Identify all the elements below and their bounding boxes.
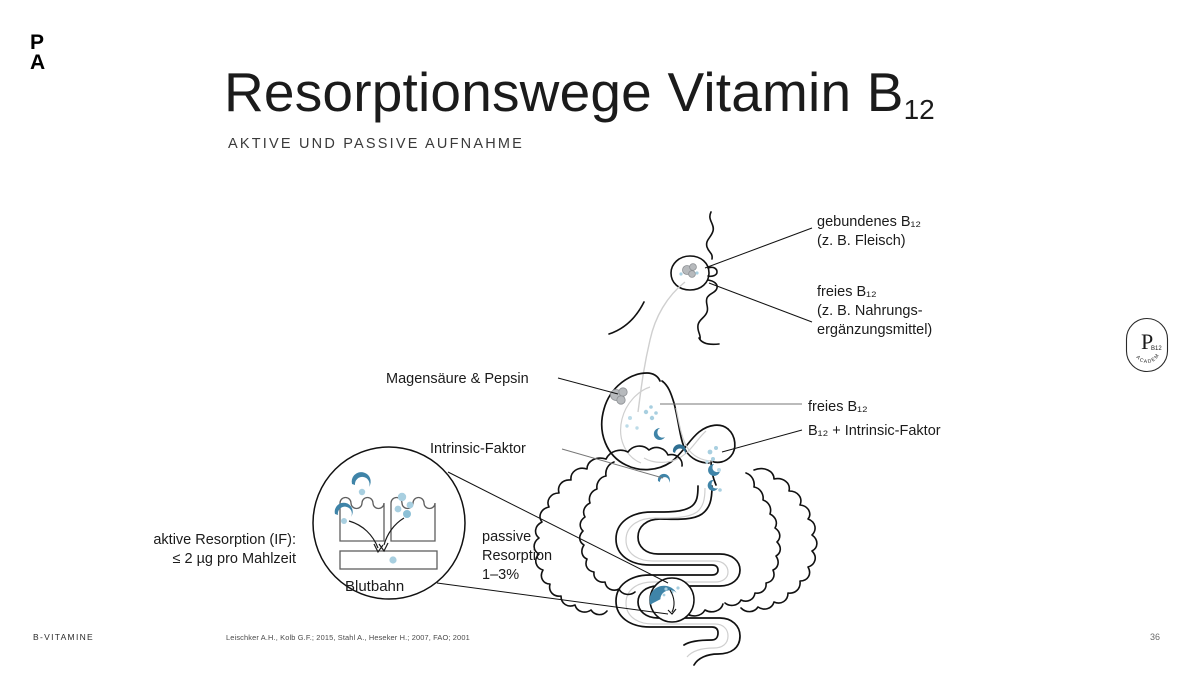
label-freies-b12: freies B₁₂ bbox=[808, 399, 868, 415]
villi-magnifier-circle bbox=[312, 446, 466, 600]
brand-logo-pa: P A bbox=[30, 31, 46, 74]
b12-crescent bbox=[653, 427, 665, 440]
stomach-lumen bbox=[620, 386, 714, 464]
upper-lip bbox=[707, 266, 718, 278]
esophagus-tube bbox=[637, 281, 686, 413]
label-b12-intrinsic-faktor: B₁₂ + Intrinsic-Faktor bbox=[808, 423, 941, 439]
label-blutbahn: Blutbahn bbox=[345, 578, 405, 595]
label-magensaeure-pepsin: Magensäure & Pepsin bbox=[386, 371, 529, 387]
page-title-subscript: 12 bbox=[903, 94, 935, 125]
leader-freies1 bbox=[708, 282, 813, 323]
label-freies-b12-supplement: freies B₁₂ (z. B. Nahrungs- ergänzungsmi… bbox=[817, 284, 933, 338]
villi-molecules bbox=[334, 472, 414, 564]
mouth-oval bbox=[670, 255, 710, 291]
b12-if-cluster bbox=[705, 446, 721, 476]
small-intestine bbox=[615, 485, 741, 666]
brand-badge-icon: P B12 ACADEMY bbox=[1125, 317, 1169, 373]
footer-section: B-VITAMINE bbox=[33, 632, 95, 642]
footer-citation: Leischker A.H., Kolb G.F.; 2015, Stahl A… bbox=[226, 633, 470, 642]
nose-profile bbox=[705, 211, 715, 260]
footer-page-number: 36 bbox=[1150, 632, 1161, 642]
b12-crescent bbox=[672, 444, 686, 454]
small-intestine-lumen bbox=[625, 487, 729, 658]
leader-intrinsic bbox=[561, 448, 664, 479]
brand-logo-letter-a: A bbox=[30, 51, 46, 74]
page-title: Resorptionswege Vitamin B12 bbox=[224, 60, 935, 125]
b12-molecules-stomach bbox=[610, 263, 722, 492]
leader-magensaeure bbox=[557, 377, 619, 395]
food-bolus-mouth bbox=[679, 263, 699, 278]
leader-bif bbox=[721, 429, 803, 453]
label-intrinsic-faktor: Intrinsic-Faktor bbox=[430, 441, 526, 457]
leader-lines bbox=[557, 227, 813, 479]
intrinsic-factor-crescent bbox=[657, 473, 670, 483]
ileum-callout-contents bbox=[649, 585, 680, 615]
label-passive-resorption: passive Resorption 1–3% bbox=[482, 529, 553, 583]
label-gebundenes-b12: gebundenes B₁₂ (z. B. Fleisch) bbox=[817, 214, 922, 249]
neck-back-curve bbox=[608, 301, 645, 335]
jaw-line bbox=[698, 337, 720, 346]
brand-logo-letter-p: P bbox=[30, 31, 45, 54]
page-title-text: Resorptionswege Vitamin B bbox=[224, 61, 904, 123]
magnifier-cone-lines bbox=[436, 471, 669, 615]
villi-left-block bbox=[339, 496, 385, 542]
pepsin-clump bbox=[610, 387, 628, 405]
leader-gebundenes bbox=[704, 227, 813, 269]
label-aktive-resorption: aktive Resorption (IF): ≤ 2 µg pro Mahlz… bbox=[153, 532, 296, 567]
lower-lip-chin bbox=[697, 279, 718, 340]
svg-text:P: P bbox=[1141, 329, 1153, 354]
blood-vessel-rect bbox=[339, 550, 438, 570]
svg-text:B12: B12 bbox=[1151, 346, 1162, 352]
page-subtitle: AKTIVE UND PASSIVE AUFNAHME bbox=[228, 136, 525, 152]
